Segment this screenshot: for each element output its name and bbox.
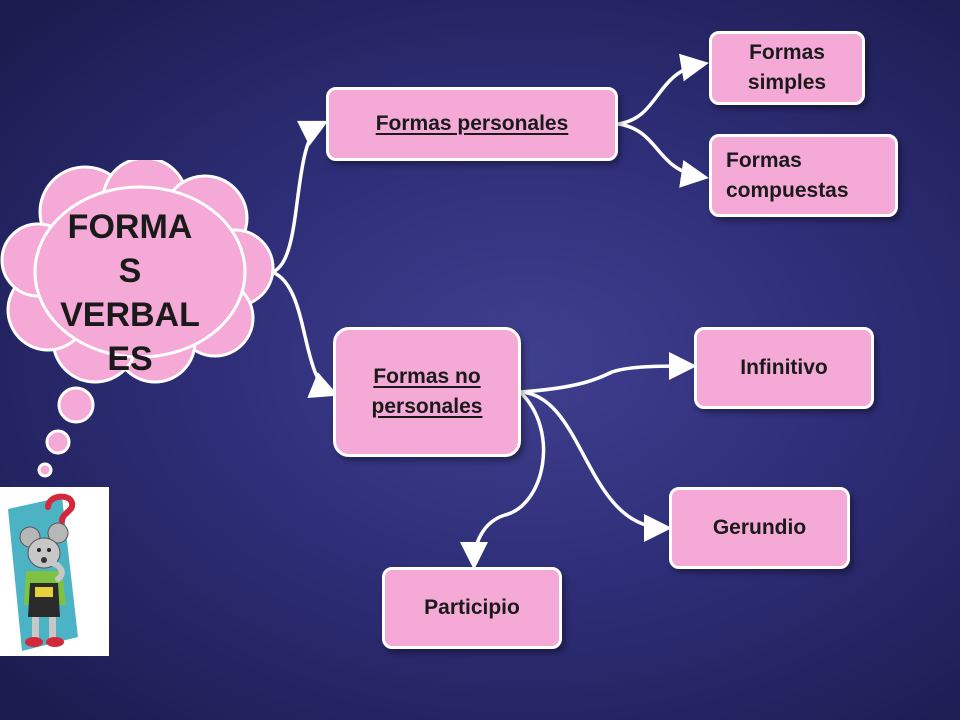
connector-to-compuestas	[616, 122, 709, 188]
connector-to-participio	[460, 390, 546, 570]
node-formas-no-personales-line-2: personales	[371, 395, 483, 418]
central-topic-line-1: FORMA	[67, 208, 193, 246]
node-formas-no-personales: Formas no personales	[333, 327, 521, 457]
node-formas-compuestas: Formas compuestas	[709, 134, 898, 217]
node-participio: Participio	[382, 567, 562, 649]
node-gerundio: Gerundio	[669, 487, 850, 569]
connector-to-infinitivo	[518, 352, 697, 394]
central-topic-line-4: ES	[107, 340, 153, 378]
connector-to-gerundio	[518, 390, 672, 542]
node-gerundio-label: Gerundio	[712, 516, 807, 539]
node-infinitivo-label: Infinitivo	[740, 356, 828, 379]
node-formas-simples-line-1: Formas	[749, 41, 825, 64]
node-formas-compuestas-line-1: Formas	[726, 148, 802, 172]
connector-to-simples	[616, 53, 709, 126]
thinking-mouse-illustration	[0, 487, 109, 656]
central-topic-line-3: VERBAL	[60, 296, 200, 334]
central-topic-line-2: S	[118, 252, 142, 290]
connector-to-no-personales	[270, 270, 339, 399]
node-infinitivo: Infinitivo	[694, 327, 874, 409]
node-formas-compuestas-line-2: compuestas	[726, 178, 849, 202]
thought-cloud	[0, 160, 275, 384]
thinking-mouse-icon	[8, 493, 78, 651]
node-formas-personales: Formas personales	[326, 87, 618, 161]
node-formas-simples-line-2: simples	[747, 71, 827, 94]
node-formas-no-personales-line-1: Formas no	[373, 365, 481, 388]
thought-bubbles	[37, 386, 95, 478]
node-formas-simples: Formas simples	[709, 31, 865, 105]
central-topic: FORMA S VERBAL ES	[30, 205, 230, 381]
node-participio-label: Participio	[424, 596, 520, 619]
node-formas-personales-label: Formas personales	[375, 112, 569, 135]
connector-to-personales	[270, 120, 329, 274]
